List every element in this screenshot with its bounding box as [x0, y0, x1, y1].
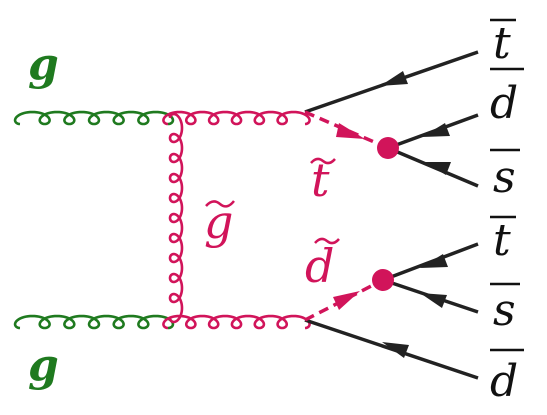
arrow-stop	[336, 123, 365, 139]
gluino-line-top	[162, 110, 311, 126]
label-tbar-top: t	[493, 18, 511, 69]
incoming-gluon-bottom	[13, 314, 175, 330]
label-dbar-bottom: d	[490, 356, 518, 407]
gluino-line-bottom	[162, 314, 311, 330]
sdown-propagator	[304, 278, 384, 322]
tilde-stop	[310, 157, 336, 165]
incoming-gluon-top	[13, 110, 175, 126]
decay-vertex-sdown	[372, 269, 394, 291]
label-dbar-top: d	[490, 78, 518, 129]
arrow-tbar-top	[380, 71, 408, 86]
arrow-dbar-top	[422, 123, 450, 137]
label-sbar-bottom: s	[493, 285, 516, 336]
label-tbar-bottom: t	[493, 215, 511, 266]
arrow-sdown	[333, 291, 360, 310]
decay-vertex-stop	[377, 137, 399, 159]
quark-line-dbar-bottom	[304, 318, 479, 380]
arrow-dbar-bottom	[382, 342, 409, 358]
tilde-sdown	[314, 237, 340, 245]
gluino-propagator	[168, 112, 184, 324]
label-stop: t	[311, 153, 330, 207]
label-sbar-top: s	[493, 152, 516, 203]
tilde-gluino	[205, 200, 235, 208]
arrow-sbar-bottom	[420, 293, 447, 308]
arrow-sbar-top	[424, 162, 451, 175]
label-gluon-bottom: g	[28, 340, 59, 391]
label-gluon-top: g	[28, 39, 59, 90]
label-sdown: d	[305, 239, 334, 293]
arrow-tbar-bottom	[420, 254, 448, 268]
